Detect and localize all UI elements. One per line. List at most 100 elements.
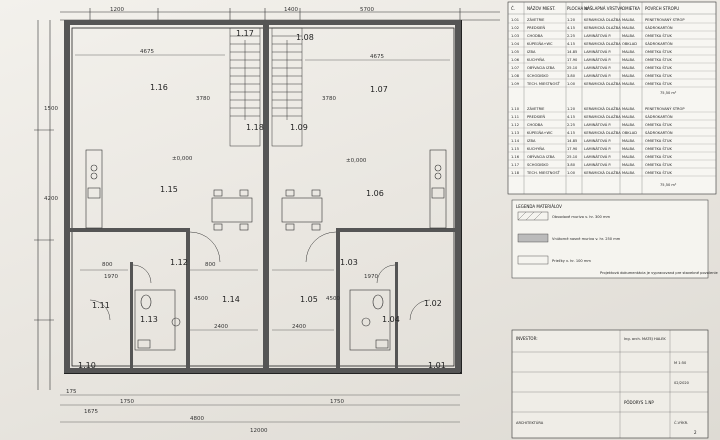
- table-cell: MALBA: [622, 82, 635, 86]
- materials-legend: [511, 199, 709, 279]
- table-cell: IZBA: [527, 139, 536, 143]
- dim-2400-left: 2400: [214, 324, 228, 330]
- table-cell: OMIETKA ŠTUK: [645, 146, 672, 151]
- stairs-left: [229, 27, 261, 147]
- titleblock-author: Ing. arch. MATEJ HALEK: [624, 337, 666, 341]
- table-cell: TECH. MIESTNOSŤ: [526, 81, 561, 86]
- room-1-12-label: 1.12: [170, 258, 188, 267]
- titleblock-investor-label: INVESTOR:: [516, 336, 538, 341]
- table-cell: LAMINÁTOVÁ P.: [584, 73, 611, 78]
- dim-1500: 1500: [44, 106, 58, 112]
- dim-3780-right: 3780: [322, 96, 336, 102]
- table-cell: 1.18: [511, 171, 520, 175]
- table-cell: PREDSIEŇ: [527, 114, 545, 119]
- table-cell: LAMINÁTOVÁ P.: [584, 49, 611, 54]
- room-1-07-label: 1.07: [370, 85, 388, 94]
- table-header-area: PLOCHA m²: [567, 6, 590, 11]
- room-1-10-label: 1.10: [78, 361, 96, 370]
- dim-4200: 4200: [44, 196, 58, 202]
- table-cell: 14.85: [567, 50, 577, 54]
- dim-4800: 4800: [190, 416, 204, 422]
- dim-2400-right: 2400: [292, 324, 306, 330]
- table-cell: LAMINÁTOVÁ P.: [584, 154, 611, 159]
- legend-title: LEGENDA MATERIÁLOV: [516, 204, 562, 209]
- table-cell: OMIETKA ŠTUK: [645, 65, 672, 70]
- table-cell: 3.80: [567, 163, 576, 167]
- table-header-floor: NÁŠLAPNÁ VRSTVA: [584, 6, 623, 11]
- bathroom-fixtures: [134, 289, 391, 351]
- dim-3780-left: 3780: [196, 96, 210, 102]
- legend-exterior-wall: Obvodové murivo v. hr. 300 mm: [552, 215, 610, 219]
- dining-tables: [211, 189, 323, 231]
- table-cell: MALBA: [622, 50, 635, 54]
- room-1-02-label: 1.02: [424, 299, 442, 308]
- table-cell: OMIETKA ŠTUK: [645, 73, 672, 78]
- dim-175: 175: [66, 389, 77, 395]
- table-cell: LAMINÁTOVÁ P.: [584, 57, 611, 62]
- table-cell: SCHODISKO: [527, 74, 549, 78]
- table-cell: MALBA: [622, 171, 635, 175]
- table-cell: 1.08: [511, 74, 520, 78]
- titleblock-scale: M 1:50: [674, 361, 687, 365]
- table-header-name: NÁZOV MIEST.: [527, 6, 556, 11]
- table-cell: 1.10: [511, 107, 520, 111]
- table-cell: OMIETKA ŠTUK: [645, 57, 672, 62]
- table-cell: OBKLAD: [622, 131, 637, 135]
- table-cell: CHODBA: [527, 123, 543, 127]
- room-1-17-label: 1.17: [236, 29, 254, 38]
- table-cell: 1.02: [511, 26, 519, 30]
- room-1-16-label: 1.16: [150, 83, 168, 92]
- table-cell: MALBA: [622, 163, 635, 167]
- dim-4500-right: 4500: [326, 296, 340, 302]
- table-cell: 4.15: [567, 115, 575, 119]
- table-cell: SÁDROKARTÓN: [645, 114, 673, 119]
- table-cell: SCHODISKO: [527, 163, 549, 167]
- table-cell: LAMINÁTOVÁ P.: [584, 65, 611, 70]
- table-cell: KERAMICKÁ DLAŽBA: [584, 170, 621, 175]
- dim-800-center: 800: [205, 262, 216, 268]
- table-cell: 1.12: [511, 123, 519, 127]
- table-cell: 1.14: [511, 139, 520, 143]
- table-cell: 1.03: [511, 34, 519, 38]
- table-cell: 1.16: [511, 155, 520, 159]
- table-cell: MALBA: [622, 34, 635, 38]
- table-cell: OMIETKA ŠTUK: [645, 33, 672, 38]
- table-cell: OBÝVACIA IZBA: [527, 154, 555, 159]
- table-cell: OMIETKA ŠTUK: [645, 170, 672, 175]
- table-cell: LAMINÁTOVÁ P.: [584, 162, 611, 167]
- door-swings: [89, 231, 431, 321]
- table-cell: LAMINÁTOVÁ P.: [584, 33, 611, 38]
- table-cell: 1.11: [511, 115, 519, 119]
- room-1-01-label: 1.01: [428, 361, 446, 370]
- room-1-06-label: 1.06: [366, 189, 384, 198]
- table-cell: OMIETKA ŠTUK: [645, 49, 672, 54]
- table-cell: ZÁVETRIE: [527, 17, 545, 22]
- table-cell: 1.17: [511, 163, 519, 167]
- table-cell: MALBA: [622, 18, 635, 22]
- wall-blocks: [64, 20, 461, 373]
- table-cell: 1.04: [511, 42, 520, 46]
- table-cell: MALBA: [622, 115, 635, 119]
- table-cell: 4.15: [567, 42, 575, 46]
- title-block: [511, 329, 709, 439]
- dim-top-1200: 1200: [110, 7, 124, 13]
- table-cell: KERAMICKÁ DLAŽBA: [584, 130, 621, 135]
- table-cell: KÚPEĽŇA+WC: [527, 130, 553, 135]
- table-cell: CHODBA: [527, 34, 543, 38]
- level-marker-right: ±0,000: [346, 158, 367, 164]
- room-1-11-label: 1.11: [92, 301, 110, 310]
- table-cell: 17.90: [567, 58, 578, 62]
- table-cell: KERAMICKÁ DLAŽBA: [584, 41, 621, 46]
- table-cell: MALBA: [622, 123, 635, 127]
- table-cell: 1.00: [567, 82, 576, 86]
- table-sum-unit-b: 75,50 m²: [660, 183, 677, 187]
- table-cell: LAMINÁTOVÁ P.: [584, 146, 611, 151]
- table-cell: 25.10: [567, 66, 578, 70]
- table-cell: 1.05: [511, 50, 519, 54]
- interior-dimension-lines: [60, 54, 460, 423]
- table-cell: 14.85: [567, 139, 577, 143]
- table-cell: MALBA: [622, 26, 635, 30]
- table-cell: LAMINÁTOVÁ P.: [584, 138, 611, 143]
